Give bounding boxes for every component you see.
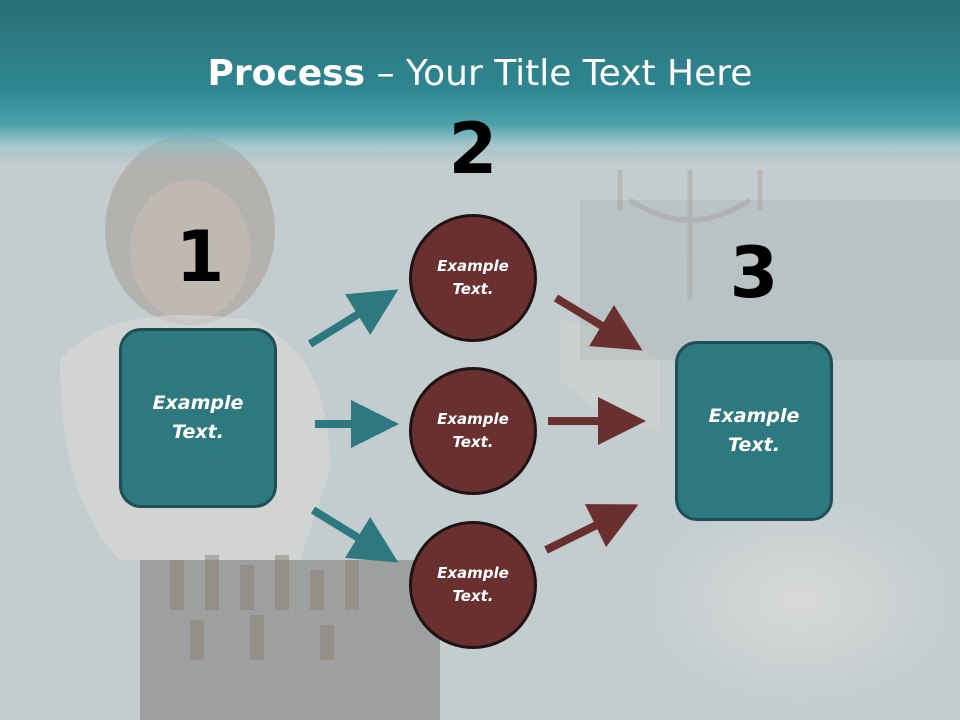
arrow-left-to-bottom [310,506,399,563]
left-step-text: Example Text. [152,392,244,443]
arrow-left-to-top [307,289,399,348]
title-strong: Process [207,53,366,94]
circle-bottom: Example Text. [409,521,537,649]
left-step-box: Example Text. [119,328,277,508]
circle-middle: Example Text. [409,367,537,495]
title-bar [0,0,960,165]
circle-bottom-text: Example Text. [437,564,509,605]
circle-top: Example Text. [409,214,537,342]
title-rest: – Your Title Text Here [365,53,753,94]
arrow-top-to-right [553,294,643,351]
step-number-2: 2 [448,108,498,190]
step-number-1: 1 [175,216,225,298]
arrow-bottom-to-right [544,504,639,554]
circle-middle-text: Example Text. [437,410,509,451]
step-number-3: 3 [729,232,779,314]
right-step-text: Example Text. [708,405,800,456]
circle-top-text: Example Text. [437,257,509,298]
slide-title: Process – Your Title Text Here [0,52,960,96]
right-step-box: Example Text. [675,341,833,521]
